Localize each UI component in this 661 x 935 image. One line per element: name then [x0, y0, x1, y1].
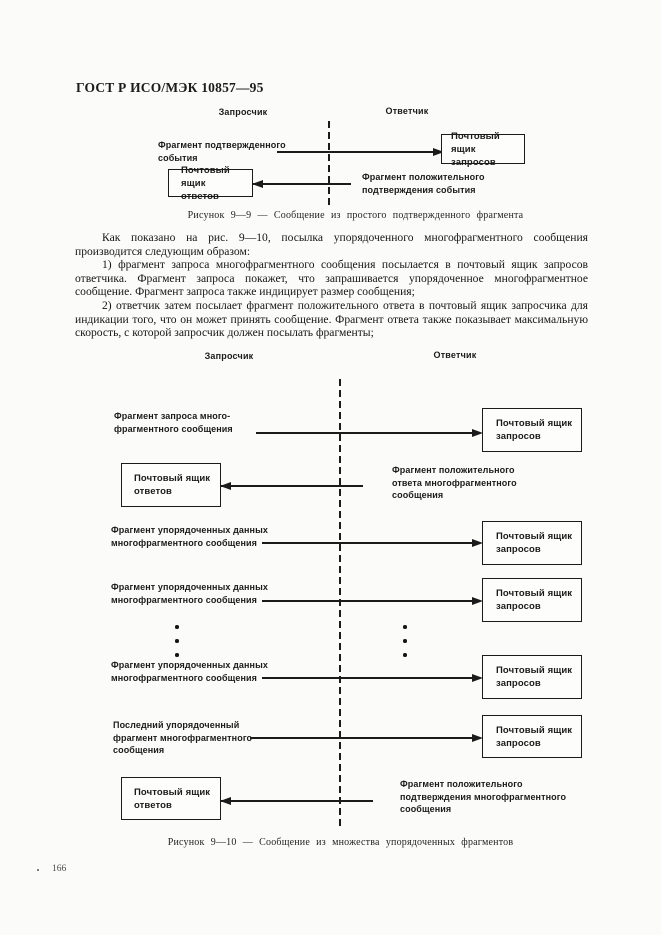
row-1-request-mailbox-box: Почтовый ящик запросов: [482, 408, 582, 452]
row-7-reply-mailbox-box: Почтовый ящик ответов: [121, 777, 221, 820]
paragraph-step-1: 1) фрагмент запроса многофрагментного со…: [75, 258, 588, 299]
vertical-ellipsis-right: [403, 625, 407, 657]
row-7-box-label: Почтовый ящик ответов: [134, 786, 211, 811]
row-7-left-arrow-icon: [220, 796, 375, 806]
right-arrow-icon: [277, 147, 444, 157]
standard-number-header: ГОСТ Р ИСО/МЭК 10857—95: [76, 80, 264, 95]
margin-tick: [37, 869, 39, 871]
row-4-box-label: Почтовый ящик запросов: [496, 588, 573, 612]
figure-9-10-responder-header: Ответчик: [433, 350, 477, 360]
figure-9-9-responder-header: Ответчик: [385, 106, 429, 116]
confirmed-event-fragment-label: Фрагмент подтвержденного события: [158, 140, 286, 163]
figure-9-10-timeline-divider: [339, 379, 341, 829]
body-text: Как показано на рис. 9—10, посылка упоря…: [75, 231, 588, 340]
figure-9-10-caption: Рисунок 9—10 — Сообщение из множества уп…: [167, 837, 514, 848]
row-3-request-mailbox-box: Почтовый ящик запросов: [482, 521, 582, 565]
row-6-request-mailbox-box: Почтовый ящик запросов: [482, 715, 582, 758]
row-4-right-arrow-icon: [262, 596, 483, 606]
row-2-reply-mailbox-box: Почтовый ящик ответов: [121, 463, 221, 507]
page-number: 166: [52, 864, 67, 874]
reply-mailbox-label: Почтовый ящик ответов: [181, 164, 230, 202]
row-7-right-label: Фрагмент положительного подтверждения мн…: [400, 779, 567, 814]
row-3-left-label: Фрагмент упорядоченных данных многофрагм…: [111, 525, 268, 548]
row-1-right-arrow-icon: [256, 428, 483, 438]
figure-9-9-requester-header: Запросчик: [218, 107, 268, 117]
paragraph-intro: Как показано на рис. 9—10, посылка упоря…: [75, 231, 588, 258]
row-3-right-arrow-icon: [262, 538, 483, 548]
row-6-right-arrow-icon: [250, 733, 483, 743]
row-5-request-mailbox-box: Почтовый ящик запросов: [482, 655, 582, 699]
paragraph-step-2: 2) ответчик затем посылает фрагмент поло…: [75, 298, 588, 340]
reply-mailbox-box: Почтовый ящик ответов: [168, 165, 253, 202]
row-1-left-label: Фрагмент запроса много- фрагментного соо…: [114, 411, 233, 434]
row-2-right-label: Фрагмент положительного ответа многофраг…: [392, 465, 517, 500]
left-arrow-icon: [252, 179, 353, 189]
figure-9-10-requester-header: Запросчик: [204, 351, 254, 361]
row-5-right-arrow-icon: [262, 673, 483, 683]
row-6-left-label: Последний упорядоченный фрагмент многофр…: [113, 720, 253, 755]
request-mailbox-label: Почтовый ящик запросов: [451, 130, 500, 168]
row-3-box-label: Почтовый ящик запросов: [496, 531, 573, 555]
row-2-box-label: Почтовый ящик ответов: [134, 473, 211, 497]
vertical-ellipsis-left: [175, 625, 179, 657]
row-6-box-label: Почтовый ящик запросов: [496, 724, 573, 749]
row-4-request-mailbox-box: Почтовый ящик запросов: [482, 578, 582, 622]
row-5-box-label: Почтовый ящик запросов: [496, 665, 573, 689]
row-5-left-label: Фрагмент упорядоченных данных многофрагм…: [111, 660, 268, 683]
positive-ack-fragment-label: Фрагмент положительного подтверждения со…: [362, 172, 485, 195]
row-2-left-arrow-icon: [220, 481, 365, 491]
row-4-left-label: Фрагмент упорядоченных данных многофрагм…: [111, 582, 268, 605]
request-mailbox-box: Почтовый ящик запросов: [441, 131, 525, 168]
row-1-box-label: Почтовый ящик запросов: [496, 418, 573, 442]
figure-9-9-timeline-divider: [328, 121, 330, 205]
figure-9-9-caption: Рисунок 9—9 — Сообщение из простого подт…: [187, 210, 524, 221]
